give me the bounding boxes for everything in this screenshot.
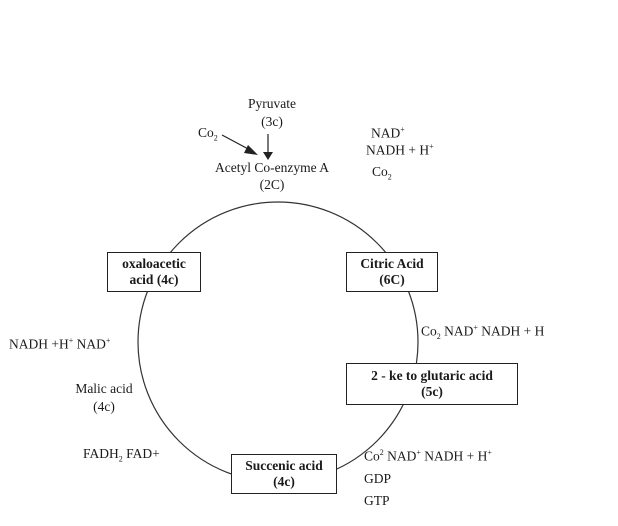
citric-acid-box: Citric Acid(6C) [346,252,438,292]
co2-top-label: Co2 [372,164,392,182]
krebs-cycle-circle [137,201,419,483]
malic-acid-carbons: (4c) [93,399,115,414]
pyruvate-label: Pyruvate [248,96,296,111]
malic-acid-label: Malic acid [75,381,133,396]
co2-arrowhead [244,145,258,155]
citric-products-label: Co2 NAD+ NADH + H [421,323,545,342]
nadh-top-label: NADH + H+ [366,142,434,158]
left-nadh-label: NADH +H+ NAD+ [9,336,111,352]
succenic-acid-box: Succenic acid(4c) [231,454,337,494]
acetyl-carbons: (2C) [259,177,285,192]
co2-input-label: Co2 [198,125,218,143]
fadh-label: FADH2 FAD+ [83,446,160,464]
keto-products-label: Co2 NAD+ NADH + H+ [364,448,492,464]
pyruvate-arrowhead [263,152,273,160]
ketoglutaric-acid-box: 2 - ke to glutaric acid(5c) [346,363,518,405]
pyruvate-carbons: (3c) [261,114,283,129]
gtp-label: GTP [364,493,390,508]
nad-top-label: NAD+ [371,125,405,141]
gdp-label: GDP [364,471,392,486]
acetyl-coa-label: Acetyl Co-enzyme A [215,160,329,175]
